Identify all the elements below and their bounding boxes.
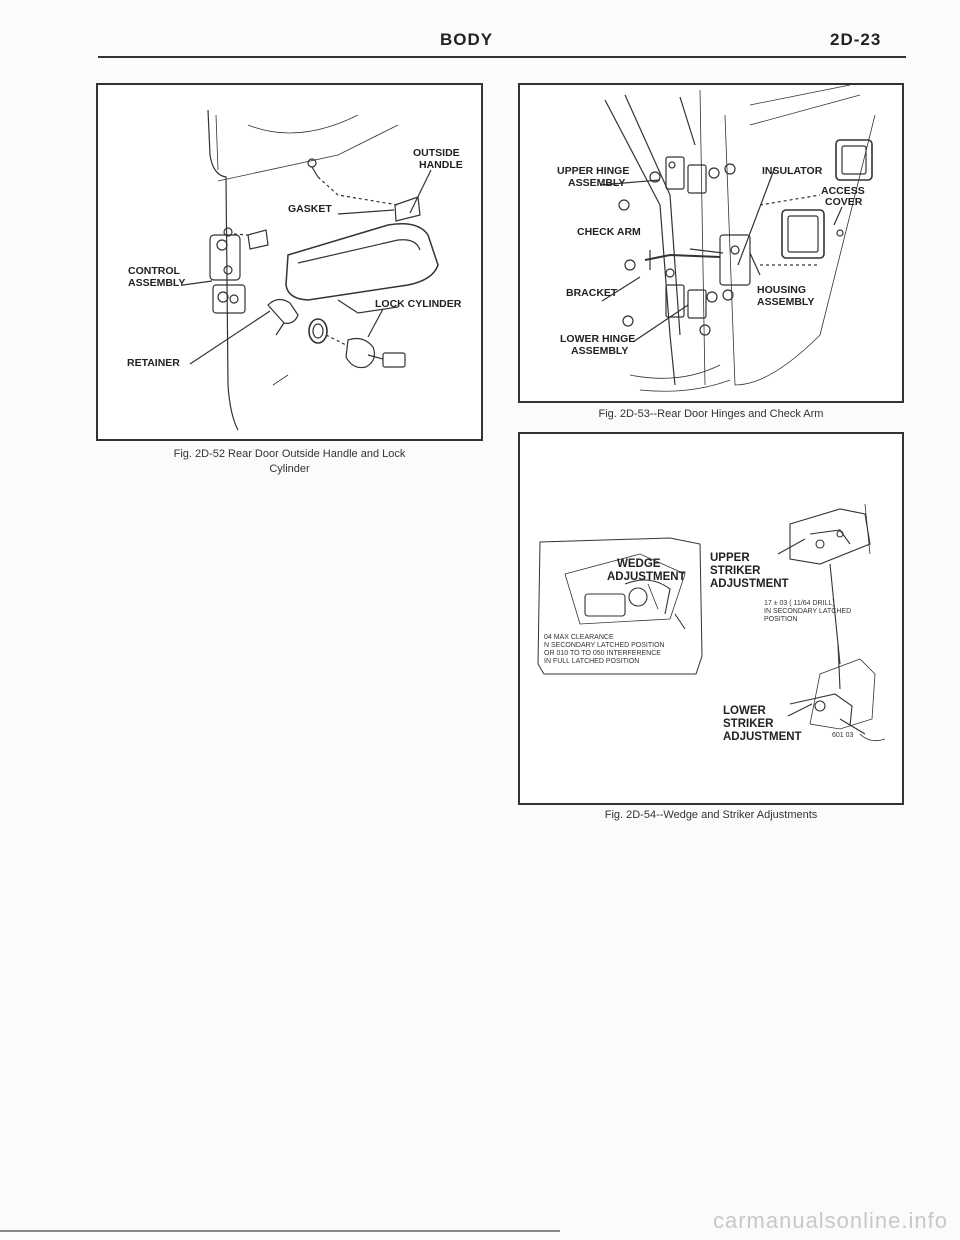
label-retainer: RETAINER <box>127 357 180 369</box>
label-bracket: BRACKET <box>566 287 618 299</box>
page-section-title: BODY <box>440 30 494 49</box>
label-housing: HOUSING <box>757 284 807 296</box>
page-number: 2D-23 <box>830 30 882 49</box>
caption-2d-53: Fig. 2D-53--Rear Door Hinges and Check A… <box>598 408 824 420</box>
note-clearance-3: OR 010 TO TO 050 INTERFERENCE <box>544 650 661 657</box>
label-lower: LOWER <box>723 705 766 717</box>
wedge-striker-illustration <box>537 503 886 742</box>
note-clearance-1: 04 MAX CLEARANCE <box>544 634 614 641</box>
label-lock-cylinder: LOCK CYLINDER <box>375 298 462 310</box>
note-drill-1: 17 ± 03 ( 11/64 DRILL) <box>764 600 835 607</box>
label-upper-striker-adjustment: ADJUSTMENT <box>710 578 789 590</box>
figure-2d-54: WEDGE ADJUSTMENT UPPER STRIKER ADJUSTMEN… <box>518 432 904 805</box>
label-lower-striker: STRIKER <box>723 718 774 730</box>
note-drill-3: POSITION <box>764 616 798 623</box>
label-handle: HANDLE <box>419 159 463 171</box>
label-access: ACCESS <box>821 185 865 197</box>
label-control: CONTROL <box>128 265 180 277</box>
label-lower-striker-adjustment: ADJUSTMENT <box>723 731 802 743</box>
figure-2d-52: OUTSIDE HANDLE GASKET CONTROL ASSEMBLY L… <box>96 83 483 441</box>
footer-watermark[interactable]: carmanualsonline.info <box>712 1208 948 1233</box>
label-upper-hinge: UPPER HINGE <box>557 165 630 177</box>
label-control-assembly: ASSEMBLY <box>128 277 186 289</box>
label-lower-hinge-assembly: ASSEMBLY <box>571 345 629 357</box>
bottom-rule <box>0 1230 560 1232</box>
label-outside: OUTSIDE <box>413 147 460 159</box>
caption-2d-52-line2: Cylinder <box>269 463 310 475</box>
label-check-arm: CHECK ARM <box>577 226 641 238</box>
label-upper-hinge-assembly: ASSEMBLY <box>568 177 626 189</box>
figure-2d-53: UPPER HINGE ASSEMBLY INSULATOR ACCESS CO… <box>518 83 904 403</box>
label-upper: UPPER <box>710 552 750 564</box>
label-wedge-adjustment: ADJUSTMENT <box>607 571 686 583</box>
header-rule <box>98 56 906 58</box>
note-clearance-2: N SECONDARY LATCHED POSITION <box>544 642 665 649</box>
note-drill-2: IN SECONDARY LATCHED <box>764 608 852 615</box>
label-wedge: WEDGE <box>617 558 661 570</box>
caption-2d-52: Fig. 2D-52 Rear Door Outside Handle and … <box>96 447 483 477</box>
label-gasket: GASKET <box>288 203 332 215</box>
label-insulator: INSULATOR <box>762 165 823 177</box>
caption-2d-52-line1: Fig. 2D-52 Rear Door Outside Handle and … <box>173 448 406 460</box>
note-clearance-4: IN FULL LATCHED POSITION <box>544 658 640 665</box>
door-hinges-illustration <box>599 85 876 392</box>
caption-2d-54: Fig. 2D-54--Wedge and Striker Adjustment… <box>604 809 818 821</box>
label-upper-striker: STRIKER <box>710 565 761 577</box>
label-cover: COVER <box>825 196 863 208</box>
label-housing-assembly: ASSEMBLY <box>757 296 815 308</box>
figure-code: 601 03 <box>832 732 854 739</box>
door-handle-illustration <box>182 109 439 431</box>
label-lower-hinge: LOWER HINGE <box>560 333 636 345</box>
